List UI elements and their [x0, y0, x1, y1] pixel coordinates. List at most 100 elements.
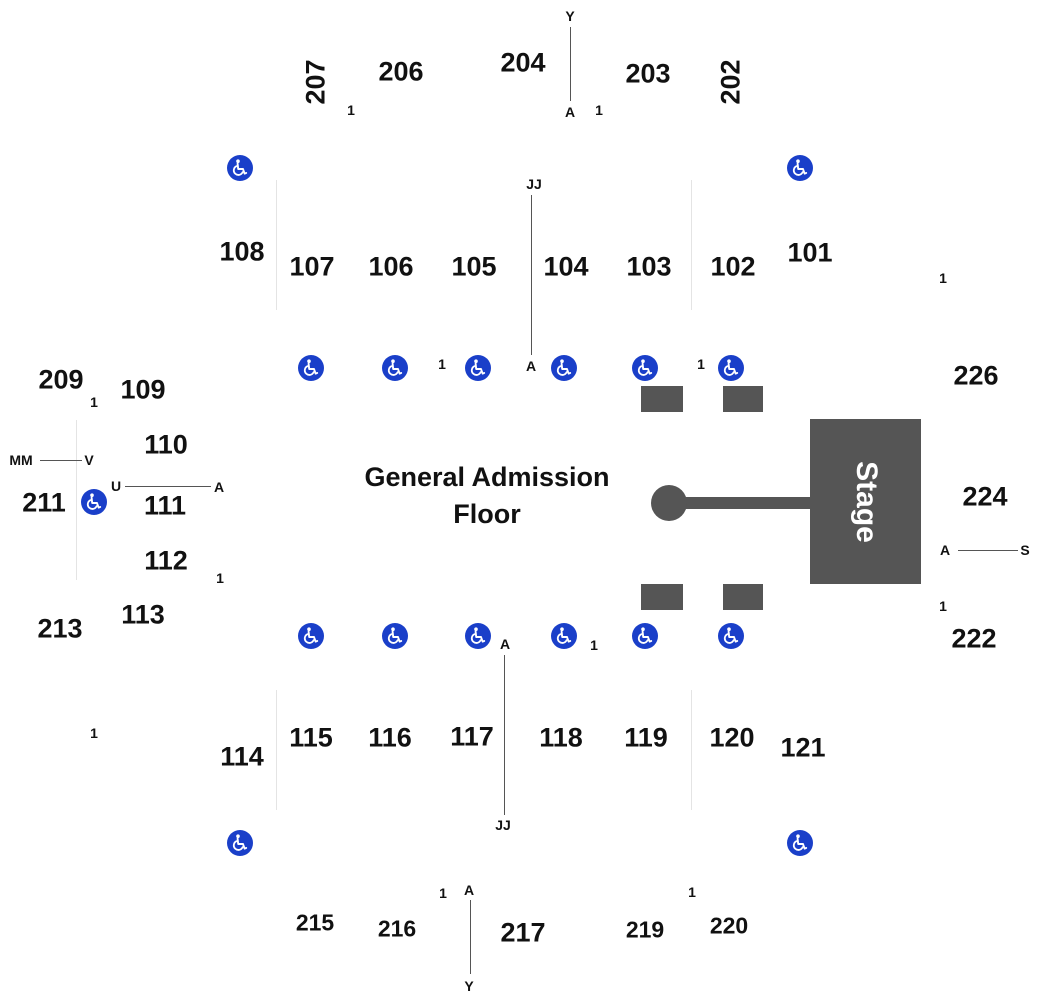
row-label-1: 1: [438, 356, 446, 372]
section-121[interactable]: 121: [780, 732, 826, 763]
wheelchair-accessible-icon: [227, 155, 253, 181]
floor-label-line2: Floor: [453, 499, 521, 529]
row-label-a: A: [213, 479, 225, 495]
section-106[interactable]: 106: [368, 251, 414, 282]
section-103[interactable]: 103: [626, 251, 672, 282]
row-label-y: Y: [464, 978, 474, 994]
wheelchair-accessible-icon: [551, 355, 577, 381]
row-label-1: 1: [347, 102, 355, 118]
row-line-117: [504, 655, 505, 815]
section-213[interactable]: 213: [37, 613, 83, 644]
section-206[interactable]: 206: [378, 56, 424, 87]
section-114[interactable]: 114: [220, 741, 264, 772]
row-line-209: [40, 460, 82, 461]
section-219[interactable]: 219: [625, 916, 665, 943]
wheelchair-accessible-icon: [718, 355, 744, 381]
section-211[interactable]: 211: [22, 487, 66, 518]
row-line-111: [125, 486, 211, 487]
row-label-1: 1: [939, 270, 947, 286]
aisle-line: [276, 690, 277, 810]
wheelchair-accessible-icon: [787, 155, 813, 181]
wheelchair-accessible-icon: [227, 830, 253, 856]
row-label-a: A: [499, 636, 511, 652]
row-label-1: 1: [216, 570, 224, 586]
section-222[interactable]: 222: [951, 623, 997, 654]
wheelchair-accessible-icon: [298, 623, 324, 649]
row-label-u: U: [110, 478, 122, 494]
section-203[interactable]: 203: [625, 58, 671, 89]
row-label-1: 1: [697, 356, 705, 372]
section-108[interactable]: 108: [219, 236, 265, 267]
stage[interactable]: Stage: [810, 419, 921, 584]
row-label-jj: JJ: [526, 176, 542, 192]
floor-label-line1: General Admission: [364, 462, 610, 492]
section-112[interactable]: 112: [144, 545, 188, 576]
section-226[interactable]: 226: [953, 360, 999, 391]
row-line-217: [470, 900, 471, 974]
aisle-line: [691, 180, 692, 310]
row-label-1: 1: [90, 394, 98, 410]
row-line-104: [531, 195, 532, 355]
wheelchair-accessible-icon: [632, 623, 658, 649]
section-107[interactable]: 107: [289, 251, 335, 282]
row-line-204: [570, 27, 571, 101]
row-label-a: A: [525, 358, 537, 374]
row-label-1: 1: [90, 725, 98, 741]
row-label-mm: MM: [9, 452, 33, 468]
section-101[interactable]: 101: [787, 237, 833, 268]
riser-block: [723, 584, 763, 610]
section-105[interactable]: 105: [451, 251, 497, 282]
section-215[interactable]: 215: [295, 909, 335, 936]
wheelchair-accessible-icon: [465, 355, 491, 381]
riser-block: [641, 584, 683, 610]
runway-end-platform: [651, 485, 687, 521]
section-216[interactable]: 216: [377, 915, 417, 942]
row-label-jj: JJ: [495, 817, 511, 833]
aisle-line: [691, 690, 692, 810]
section-217[interactable]: 217: [500, 917, 546, 948]
section-117[interactable]: 117: [450, 721, 494, 752]
row-line-224: [958, 550, 1018, 551]
section-120[interactable]: 120: [709, 722, 755, 753]
riser-block: [723, 386, 763, 412]
section-104[interactable]: 104: [543, 251, 589, 282]
section-220[interactable]: 220: [709, 912, 749, 939]
row-label-1: 1: [688, 884, 696, 900]
wheelchair-accessible-icon: [382, 355, 408, 381]
section-113[interactable]: 113: [121, 599, 165, 630]
row-label-1: 1: [939, 598, 947, 614]
section-204[interactable]: 204: [500, 47, 546, 78]
wheelchair-accessible-icon: [787, 830, 813, 856]
row-label-a: A: [463, 882, 475, 898]
section-209[interactable]: 209: [38, 364, 84, 395]
row-label-s: S: [1020, 542, 1030, 558]
section-224[interactable]: 224: [962, 481, 1008, 512]
row-label-1: 1: [439, 885, 447, 901]
section-115[interactable]: 115: [289, 722, 333, 753]
section-118[interactable]: 118: [539, 722, 583, 753]
stage-label: Stage: [849, 460, 883, 543]
wheelchair-accessible-icon: [298, 355, 324, 381]
row-label-a: A: [939, 542, 951, 558]
section-207[interactable]: 207: [300, 59, 331, 105]
row-label-y: Y: [565, 8, 575, 24]
section-102[interactable]: 102: [710, 251, 756, 282]
section-109[interactable]: 109: [120, 374, 166, 405]
aisle-line: [276, 180, 277, 310]
general-admission-floor[interactable]: General Admission Floor: [364, 459, 609, 533]
row-label-1: 1: [595, 102, 603, 118]
section-119[interactable]: 119: [624, 722, 668, 753]
section-111[interactable]: 111: [143, 490, 187, 521]
row-label-a: A: [564, 104, 576, 120]
wheelchair-accessible-icon: [551, 623, 577, 649]
wheelchair-accessible-icon: [632, 355, 658, 381]
wheelchair-accessible-icon: [81, 489, 107, 515]
row-label-1: 1: [590, 637, 598, 653]
row-label-v: V: [84, 452, 94, 468]
wheelchair-accessible-icon: [465, 623, 491, 649]
section-110[interactable]: 110: [144, 429, 188, 460]
wheelchair-accessible-icon: [382, 623, 408, 649]
section-202[interactable]: 202: [715, 59, 746, 105]
section-116[interactable]: 116: [368, 722, 412, 753]
riser-block: [641, 386, 683, 412]
